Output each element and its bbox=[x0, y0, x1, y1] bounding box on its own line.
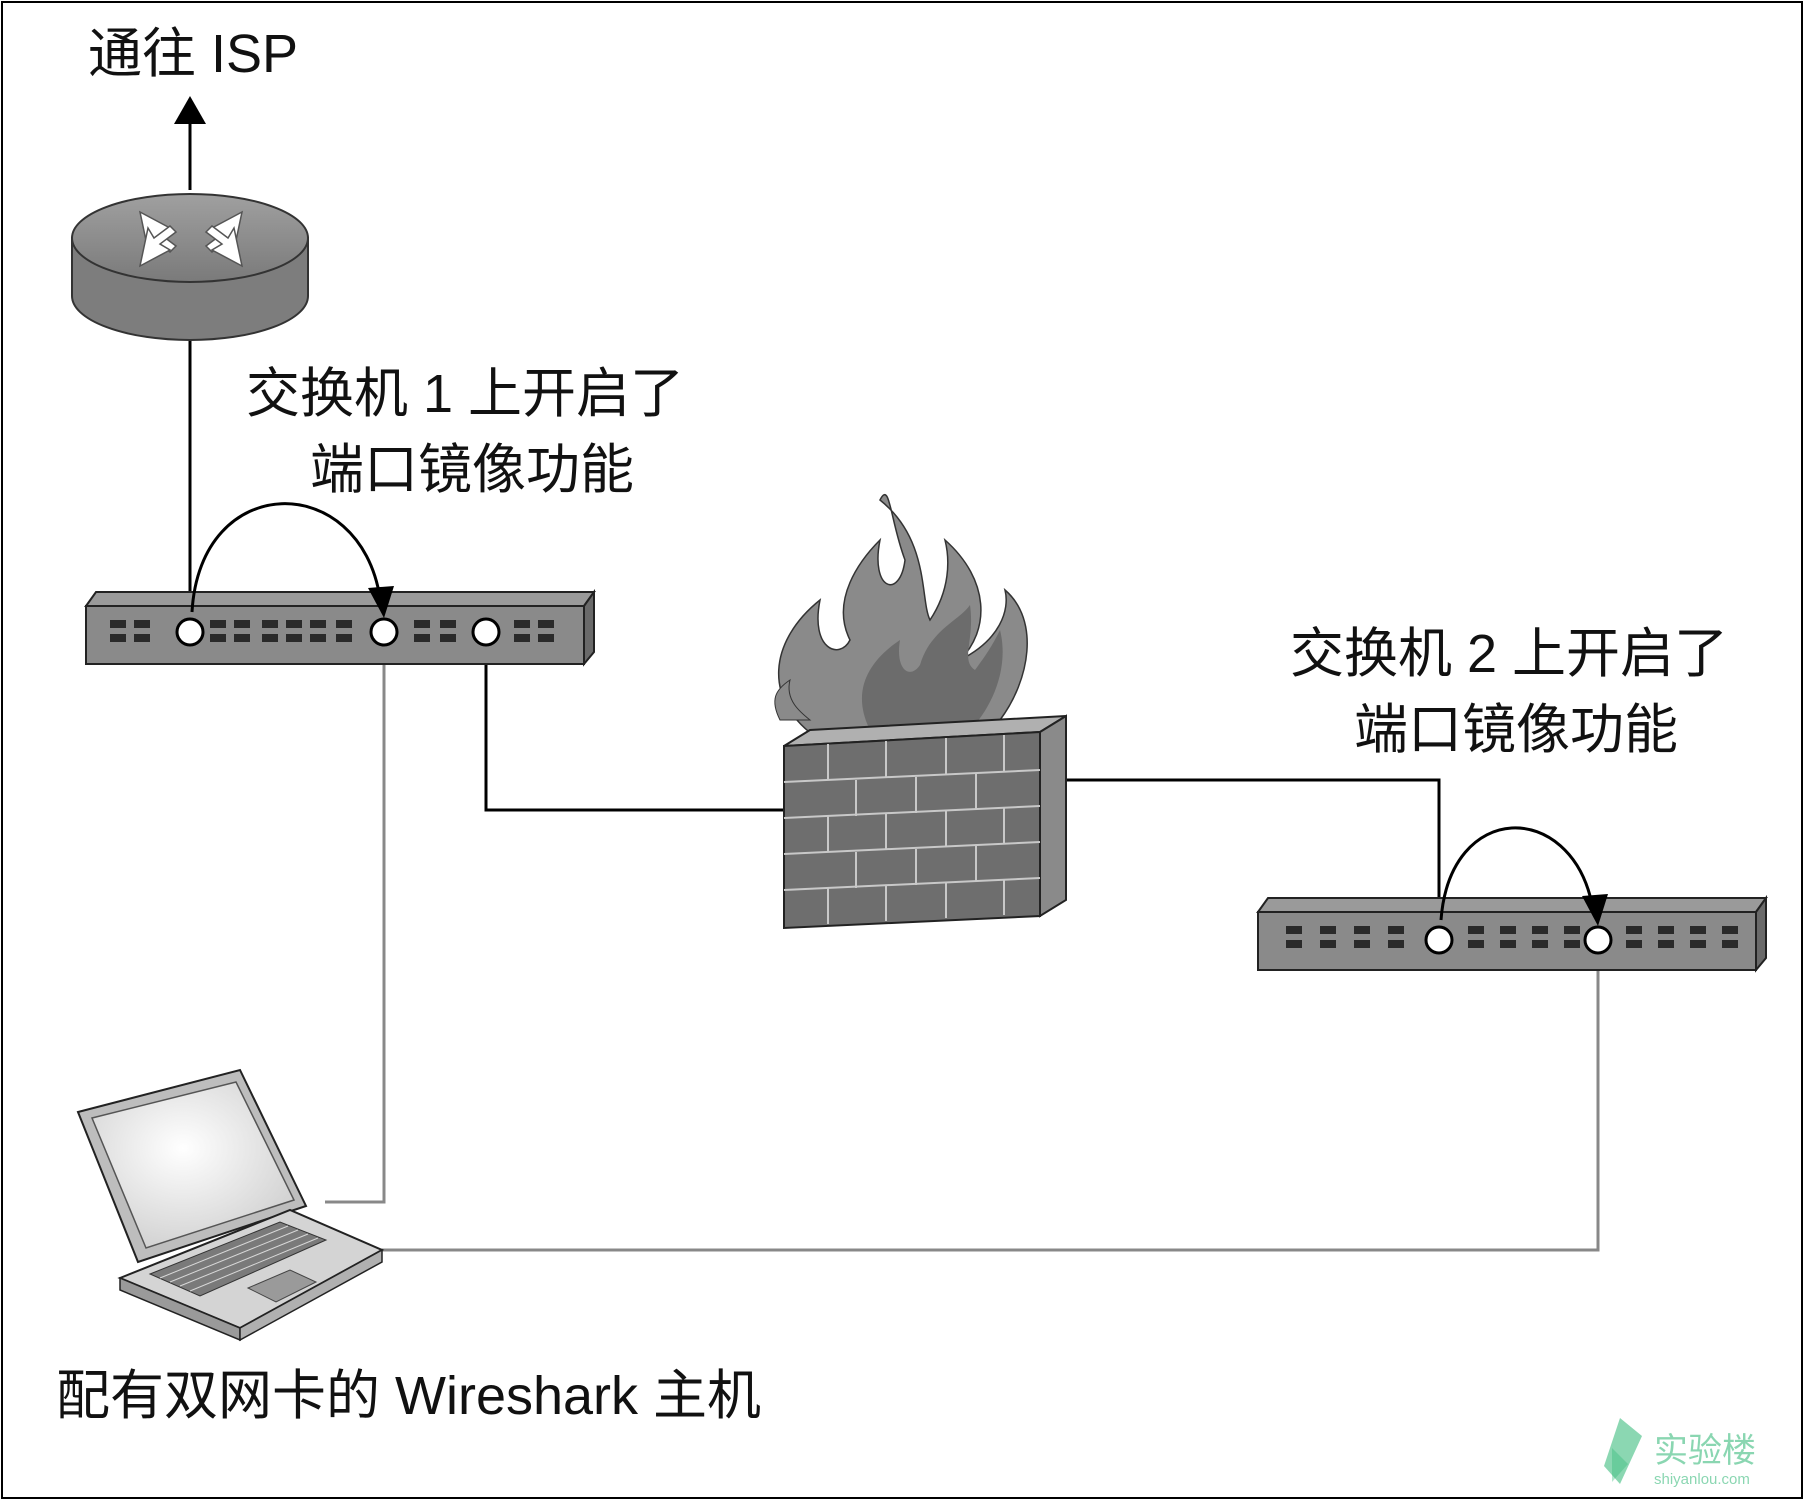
switch2-label-line2: 端口镜像功能 bbox=[1354, 700, 1678, 760]
switch2-mirror-to-laptop-line bbox=[380, 940, 1600, 1252]
switch1-firewall-line bbox=[484, 632, 788, 812]
switch1-mirror-port bbox=[369, 617, 399, 647]
switch2-label-line1: 交换机 2 上开启了 bbox=[1290, 624, 1728, 684]
switch1-firewall-port bbox=[471, 617, 501, 647]
switch1-mirror-arc bbox=[190, 502, 382, 613]
isp-arrowhead bbox=[174, 96, 206, 124]
flame-icon bbox=[774, 493, 1028, 741]
switch2-mirror-port bbox=[1583, 925, 1613, 955]
watermark-url: shiyanlou.com bbox=[1654, 1471, 1750, 1488]
router-icon bbox=[71, 193, 309, 341]
switch2-uplink-port bbox=[1424, 925, 1454, 955]
wireshark-host-label: 配有双网卡的 Wireshark 主机 bbox=[56, 1366, 761, 1426]
switch1-label-line1: 交换机 1 上开启了 bbox=[246, 364, 684, 424]
laptop-icon bbox=[76, 1068, 385, 1342]
isp-label: 通往 ISP bbox=[88, 24, 298, 84]
switch2-icon bbox=[1256, 894, 1768, 973]
switch1-uplink-port bbox=[175, 617, 205, 647]
watermark-logo bbox=[1604, 1418, 1642, 1484]
switch1-icon bbox=[84, 588, 596, 667]
switch1-mirror-arrowhead bbox=[368, 586, 394, 618]
firewall-switch2-line bbox=[1066, 778, 1441, 940]
switch2-mirror-arc bbox=[1439, 826, 1594, 921]
firewall-icon bbox=[783, 714, 1067, 930]
switch2-mirror-arrowhead bbox=[1582, 894, 1608, 926]
watermark-name: 实验楼 bbox=[1654, 1432, 1756, 1470]
switch1-label-line2: 端口镜像功能 bbox=[310, 440, 634, 500]
switch1-mirror-to-laptop-line bbox=[325, 632, 386, 1204]
